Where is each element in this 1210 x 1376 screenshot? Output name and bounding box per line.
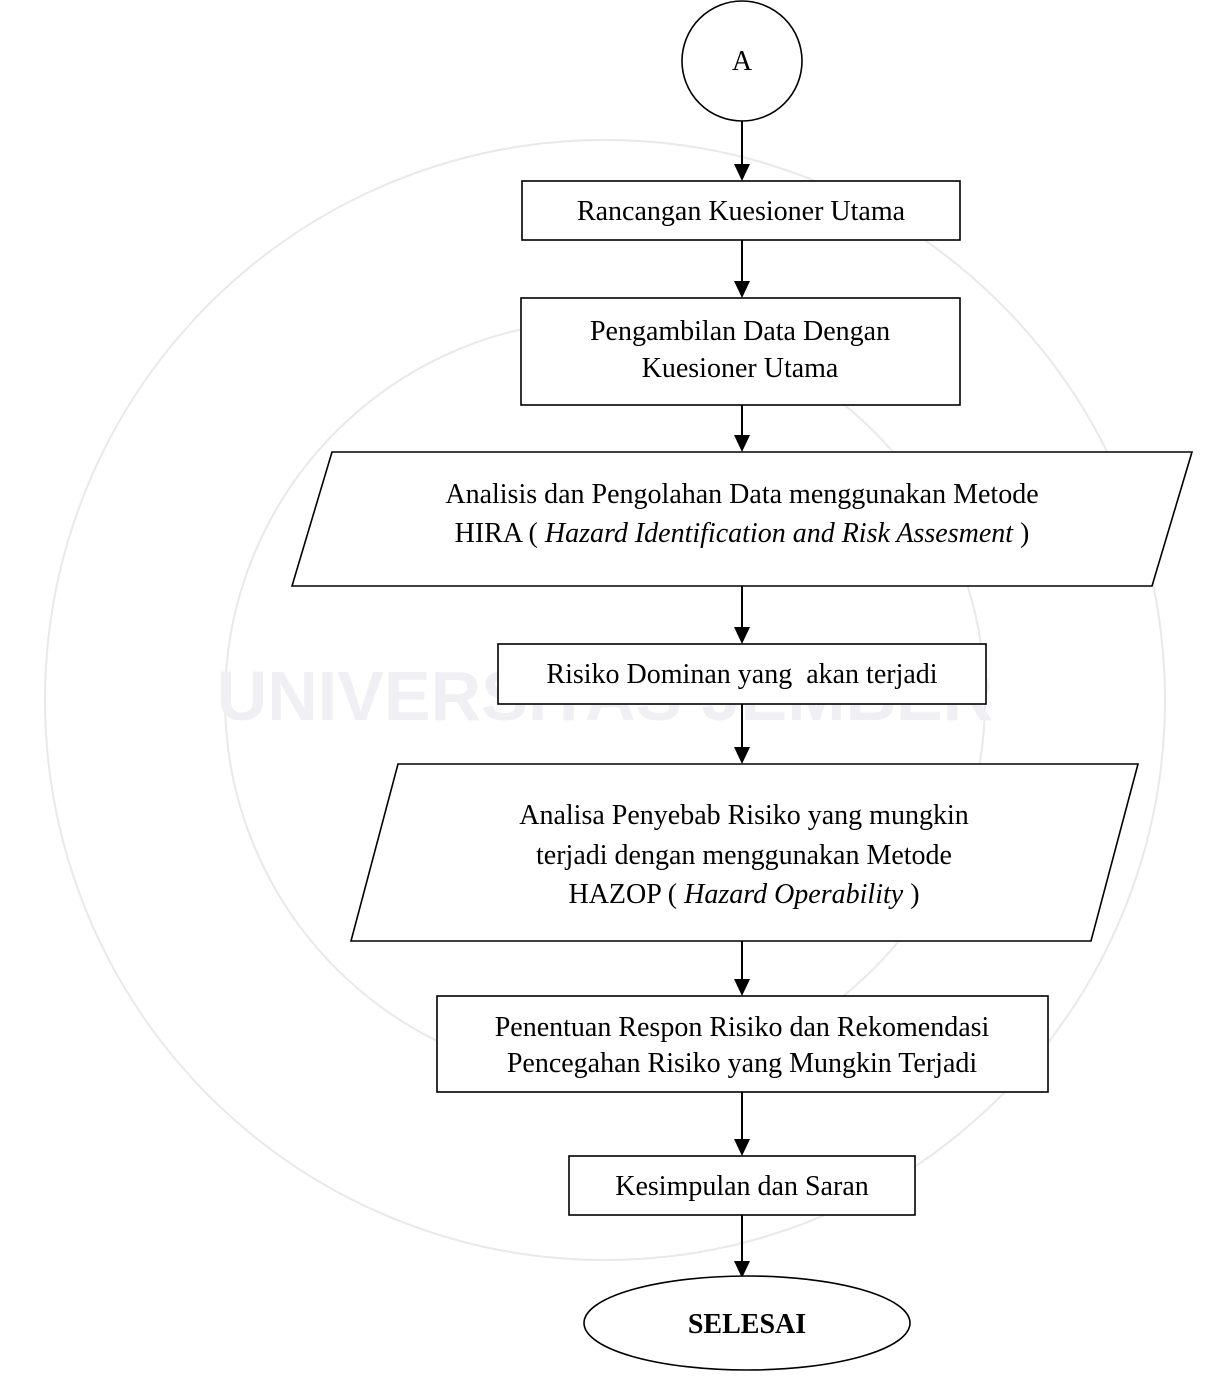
risiko-dominan-label: Risiko Dominan yang akan terjadi xyxy=(546,659,937,690)
parallelogram-shape xyxy=(290,451,1194,587)
process-box xyxy=(497,643,987,705)
penentuan-line-2: Pencegahan Risiko yang Mungkin Terjadi xyxy=(507,1048,978,1079)
process-box xyxy=(436,995,1049,1093)
hira-line-2: HIRA ( Hazard Identification and Risk As… xyxy=(455,518,1030,549)
penentuan-line-1: Penentuan Respon Risiko dan Rekomendasi xyxy=(495,1012,990,1043)
process-box xyxy=(520,297,961,406)
edge-kesimpulan-to-selesai xyxy=(734,1215,750,1278)
hazop-line-3: HAZOP ( Hazard Operability ) xyxy=(568,879,919,910)
hazop-line-2: terjadi dengan menggunakan Metode xyxy=(536,840,952,871)
edge-risiko-to-hazop xyxy=(734,704,750,764)
watermark-outer-ring xyxy=(44,139,1166,1261)
connector-a-label: A xyxy=(732,46,753,77)
connector-a: A xyxy=(681,0,803,122)
pengambilan-line-2: Kuesioner Utama xyxy=(642,353,839,384)
selesai-label: SELESAI xyxy=(688,1309,806,1340)
kesimpulan-label: Kesimpulan dan Saran xyxy=(615,1171,869,1202)
io-analisis-hira: Analisis dan Pengolahan Data menggunakan… xyxy=(290,451,1194,587)
process-penentuan: Penentuan Respon Risiko dan Rekomendasi … xyxy=(436,995,1049,1093)
process-box xyxy=(568,1155,916,1216)
edge-rancangan-to-pengambilan xyxy=(734,240,750,298)
edge-hira-to-risiko xyxy=(734,586,750,644)
process-kesimpulan: Kesimpulan dan Saran xyxy=(568,1155,916,1216)
process-pengambilan: Pengambilan Data Dengan Kuesioner Utama xyxy=(520,297,961,406)
hazop-line-1: Analisa Penyebab Risiko yang mungkin xyxy=(519,800,969,831)
parallelogram-shape xyxy=(349,763,1140,942)
edge-hazop-to-penentuan xyxy=(734,941,750,996)
process-risiko-dominan: Risiko Dominan yang akan terjadi xyxy=(497,643,987,705)
edge-a-to-rancangan xyxy=(734,121,750,181)
io-analisa-hazop: Analisa Penyebab Risiko yang mungkin ter… xyxy=(349,763,1140,942)
hira-line-1: Analisis dan Pengolahan Data menggunakan… xyxy=(445,479,1038,510)
edge-pengambilan-to-hira xyxy=(734,405,750,452)
process-rancangan: Rancangan Kuesioner Utama xyxy=(521,180,961,241)
edge-penentuan-to-kesimpulan xyxy=(734,1092,750,1156)
terminator-selesai: SELESAI xyxy=(583,1275,911,1371)
pengambilan-line-1: Pengambilan Data Dengan xyxy=(590,316,890,347)
rancangan-label: Rancangan Kuesioner Utama xyxy=(577,196,906,227)
terminator-ellipse xyxy=(583,1275,911,1371)
